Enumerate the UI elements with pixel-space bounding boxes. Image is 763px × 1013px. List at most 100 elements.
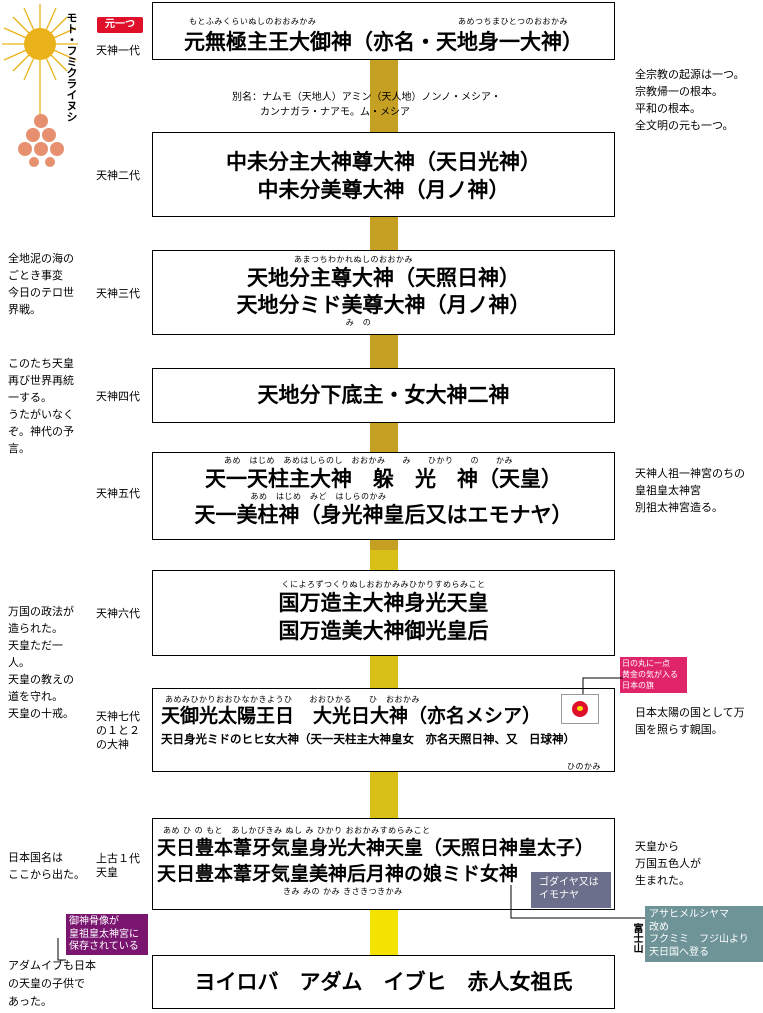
box-gen9: ヨイロバ アダム イブヒ 赤人女祖氏 (152, 955, 615, 1009)
left-note-3-line-1: 万国の政法が (8, 605, 74, 618)
left-note-2-line-4: うたがいなく (8, 408, 74, 421)
left-note-1-line-4: 界戦。 (8, 303, 41, 316)
title-gen5-line2: 天一美柱神（身光神皇后又はエモナヤ） (194, 502, 573, 527)
asahi-line-4: 天日国へ登る (649, 946, 709, 958)
flag-connector (582, 677, 623, 694)
title-gen3-line2: 天地分ミド美尊大神（月ノ神） (236, 292, 531, 317)
bones-line-1: 御神骨像が (69, 916, 119, 927)
asahi-tag: アサヒメルシヤマ 改め フクミミ フジ山より 天日国へ登る (645, 906, 763, 962)
ruby-gen8-2: きみ みの かみ きさきつきかみ (283, 887, 403, 896)
ruby-gen3-1: あまつちわかれぬしのおおかみ (294, 255, 413, 264)
left-note-2-line-3: 一する。 (8, 391, 52, 404)
right-note-4-line-3: 生まれた。 (635, 874, 690, 887)
left-note-2-line-5: ぞ。神代の予 (8, 425, 74, 438)
left-note-3-line-7: 天皇の十戒。 (8, 707, 74, 720)
gen-label-5: 天神五代 (96, 487, 140, 500)
alias-line-2: カンナガラ・ナアモ。ム・メシア (260, 107, 410, 118)
sun-icon (2, 4, 78, 118)
box-gen1: もとふみくらいぬしのおおみかみ あめつちまひとつのおおかみ 元無極主王大御神（亦… (152, 2, 615, 60)
left-note-4: 日本国名は ここから出た。 (8, 849, 85, 883)
left-note-2-line-2: 再び世界再統 (8, 374, 74, 387)
stacked-balls-icon (18, 114, 64, 167)
left-note-1-line-3: 今日のテロ世 (8, 286, 74, 299)
title-gen7-line1: 天御光太陽王日 大光日大神（亦名メシア） (161, 705, 542, 727)
right-note-2-line-1: 天神人祖一神宮のちの (635, 467, 745, 480)
box-gen4: 天地分下底主・女大神二神 (152, 368, 615, 423)
gen-label-7: 天神七代 の１と２ の大神 (96, 710, 140, 751)
bones-line-3: 保存されている (69, 941, 139, 952)
right-note-2-line-2: 皇祖皇太神宮 (635, 484, 701, 497)
left-note-5-line-3: あった。 (8, 995, 52, 1008)
left-note-3-line-2: 造られた。 (8, 622, 63, 635)
ruby-gen1-a: もとふみくらいぬしのおおみかみ (189, 17, 317, 26)
ruby-gen1-b: あめつちまひとつのおおかみ (458, 17, 568, 26)
bones-tag: 御神骨像が 皇祖皇太神宮に 保存されている (66, 914, 148, 955)
alias-text: 別名：ナムモ（天地人）アミン（天人地）ノンノ・メシア・ カンナガラ・ナアモ。ム・… (232, 90, 572, 120)
japan-flag-icon (561, 694, 599, 724)
alias-line-1: 別名：ナムモ（天地人）アミン（天人地）ノンノ・メシア・ (232, 92, 501, 103)
title-gen2-line2: 中未分美尊大神（月ノ神） (257, 177, 510, 202)
right-note-3-line-2: 国を照らす親国。 (635, 723, 723, 736)
gadaiya-line-2: イモナヤ (539, 890, 579, 901)
left-note-5-line-1: アダムイブも日本 (8, 959, 96, 972)
box-gen2: 中未分主大神尊大神（天日光神） 中未分美尊大神（月ノ神） (152, 132, 615, 217)
left-note-4-line-2: ここから出た。 (8, 868, 85, 881)
left-note-5: アダムイブも日本 の天皇の子供で あった。 (8, 957, 96, 1011)
asahi-line-1: アサヒメルシヤマ (649, 909, 729, 920)
left-note-3: 万国の政法が 造られた。 天皇ただ一 人。 天皇の教えの 道を守れ。 天皇の十戒… (8, 603, 74, 722)
asahi-line-2: 改め (649, 921, 669, 933)
box-gen7: あめみひかりおおひなかきようひ おおひかる ひ おおかみ 天御光太陽王日 大光日… (152, 688, 615, 772)
ruby-gen3-2: み の (345, 318, 372, 327)
title-gen3-line1: 天地分主尊大神（天照日神） (247, 265, 520, 290)
left-note-5-line-2: の天皇の子供で (8, 977, 85, 990)
right-note-1-line-4: 全文明の元も一つ。 (635, 119, 734, 132)
title-gen5-line1: 天一天柱主大神 躲 光 神（天皇） (205, 466, 562, 491)
title-gen8-line1: 天日豊本葦牙気皇身光大神天皇（天照日神皇太子） (157, 837, 595, 859)
ruby-gen5-1: あめ はじめ あめはしらのし おおかみ み ひかり の かみ (224, 456, 513, 465)
gen-label-8: 上古１代 天皇 (96, 852, 140, 879)
flag-note-tag: 日の丸に一点 黄金の気が入る 日本の旗 (620, 657, 687, 693)
flag-note-line-1: 日の丸に一点 (622, 659, 670, 668)
first-badge: 元一つ (97, 17, 143, 33)
left-note-1: 全地泥の海の ごとき事変 今日のテロ世 界戦。 (8, 250, 74, 318)
right-note-2-line-3: 別祖太神宮造る。 (635, 501, 723, 514)
gen-label-4: 天神四代 (96, 390, 140, 403)
left-note-3-line-4: 人。 (8, 656, 30, 669)
right-note-1-line-3: 平和の根本。 (635, 102, 701, 115)
right-note-1: 全宗教の起源は一つ。 宗教帰一の根本。 平和の根本。 全文明の元も一つ。 (635, 66, 745, 134)
left-note-4-line-1: 日本国名は (8, 851, 63, 864)
right-note-1-line-2: 宗教帰一の根本。 (635, 85, 723, 98)
title-gen2-line1: 中未分主大神尊大神（天日光神） (226, 149, 541, 174)
left-note-3-line-6: 道を守れ。 (8, 690, 64, 703)
gen-label-3: 天神三代 (96, 287, 140, 300)
deity-vertical-label: モト・フミクライヌシ (65, 12, 78, 122)
right-note-4-line-1: 天皇から (635, 840, 679, 853)
left-note-1-line-2: ごとき事変 (8, 269, 63, 282)
bones-line-2: 皇祖皇太神宮に (69, 928, 139, 940)
left-note-3-line-3: 天皇ただ一 (8, 639, 63, 652)
title-gen8-line2: 天日豊本葦牙気皇美神后月神の娘ミド女神 (157, 863, 519, 885)
gen-label-2: 天神二代 (96, 169, 140, 182)
ruby-gen5-2: あめ はじめ みど はしらのかみ (250, 492, 387, 501)
fuji-vertical-label: 富士山 (631, 923, 642, 953)
title-gen7-line2: 天日身光ミドのヒヒ女大神（天一天柱主大神皇女 亦名天照日神、又 日球神） (161, 732, 575, 746)
title-gen1: 元無極主王大御神（亦名・天地身一大神） (184, 29, 583, 54)
box-gen5: あめ はじめ あめはしらのし おおかみ み ひかり の かみ 天一天柱主大神 躲… (152, 452, 615, 540)
right-note-1-line-1: 全宗教の起源は一つ。 (635, 68, 745, 81)
left-note-2-line-1: このたち天皇 (8, 357, 74, 370)
title-gen9: ヨイロバ アダム イブヒ 赤人女祖氏 (194, 969, 573, 994)
flag-note-line-2: 黄金の気が入る (622, 670, 678, 679)
ruby-gen6: くによろずつくりぬしおおかみみひかりすめらみこと (281, 580, 486, 589)
box-gen3: あまつちわかれぬしのおおかみ 天地分主尊大神（天照日神） 天地分ミド美尊大神（月… (152, 250, 615, 335)
gen-label-1: 天神一代 (96, 44, 140, 57)
left-note-2-line-6: 言。 (8, 442, 30, 455)
ruby-gen7-2: ひのかみ (567, 762, 601, 771)
title-gen6-line2: 国万造美大神御光皇后 (278, 618, 489, 643)
right-note-4-line-2: 万国五色人が (635, 857, 701, 870)
ruby-gen8-1: あめ ひ の もと あしかびきみ ぬし み ひかり おおかみすめらみこと (163, 826, 431, 835)
box-gen6: くによろずつくりぬしおおかみみひかりすめらみこと 国万造主大神身光天皇 国万造美… (152, 570, 615, 656)
asahi-line-3: フクミミ フジ山より (649, 934, 749, 945)
right-note-3: 日本太陽の国として万 国を照らす親国。 (635, 704, 745, 738)
gadaiya-line-1: ゴダイヤ又は (539, 877, 599, 888)
title-gen6-line1: 国万造主大神身光天皇 (278, 590, 489, 615)
